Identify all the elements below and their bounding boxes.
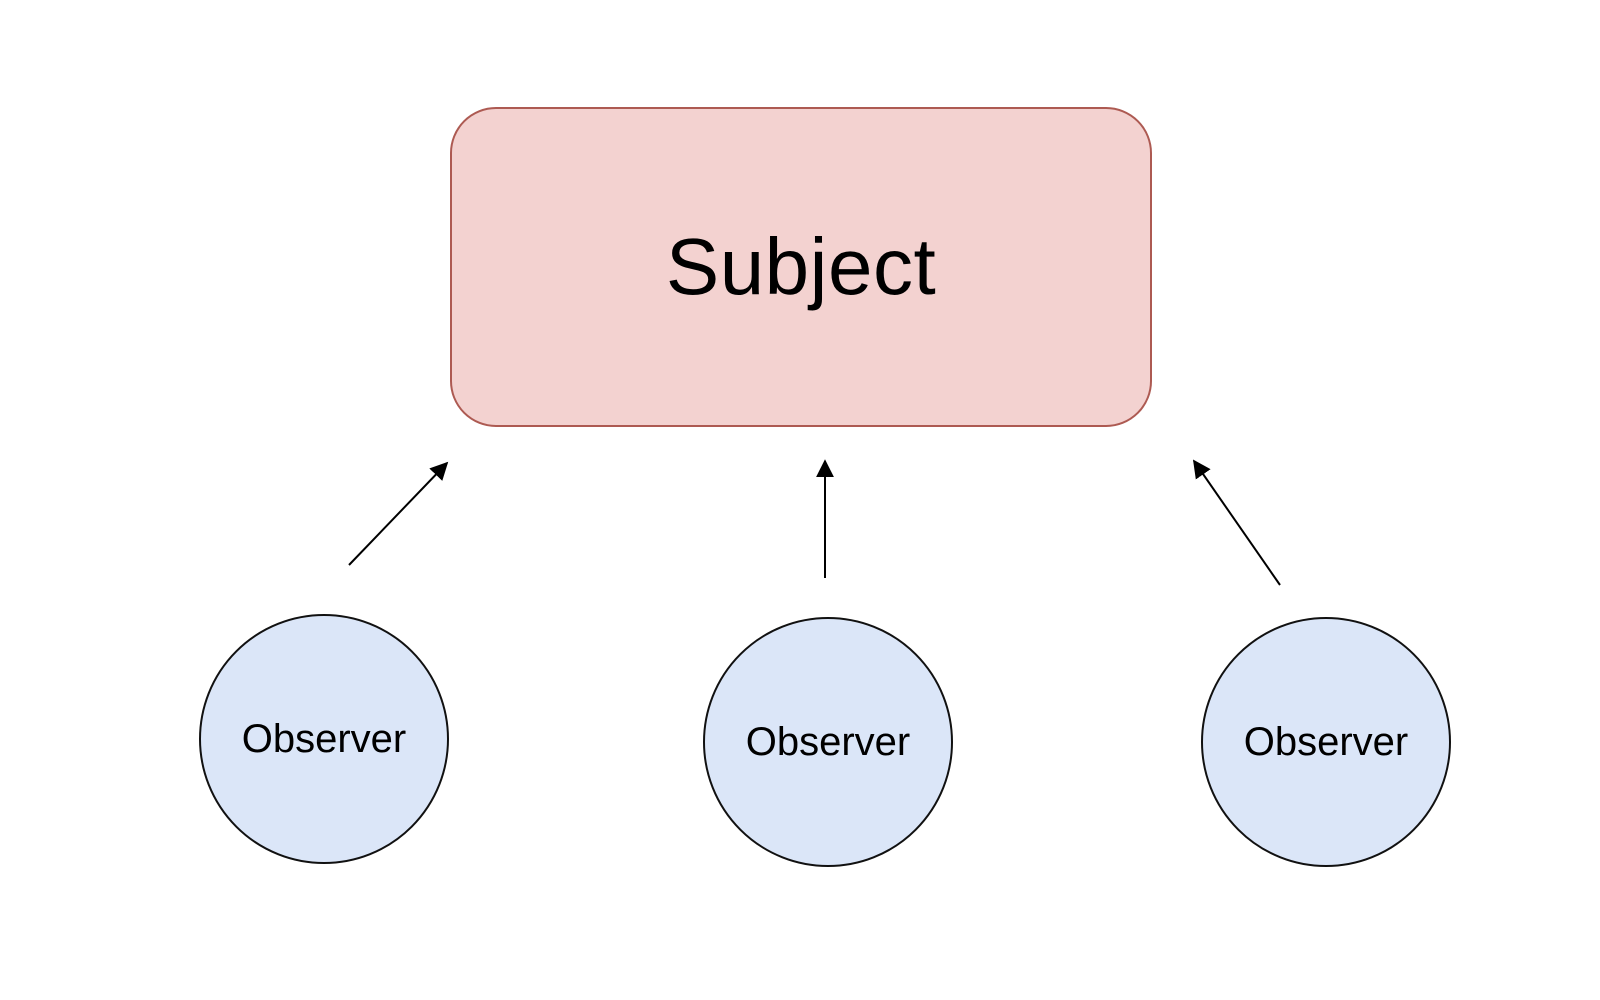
observer-node-label: Observer: [1243, 720, 1409, 764]
subject-node-label: Subject: [665, 222, 937, 311]
observer-node-3: Observer: [1201, 617, 1451, 867]
observer-node-label: Observer: [745, 720, 911, 764]
observer-node-label: Observer: [241, 717, 407, 761]
arrow-observer1-to-subject: [348, 461, 449, 566]
observer-node-2: Observer: [703, 617, 953, 867]
observer-node-1: Observer: [199, 614, 449, 864]
arrow-observer3-to-subject: [1192, 459, 1281, 586]
subject-node: Subject: [450, 107, 1152, 427]
